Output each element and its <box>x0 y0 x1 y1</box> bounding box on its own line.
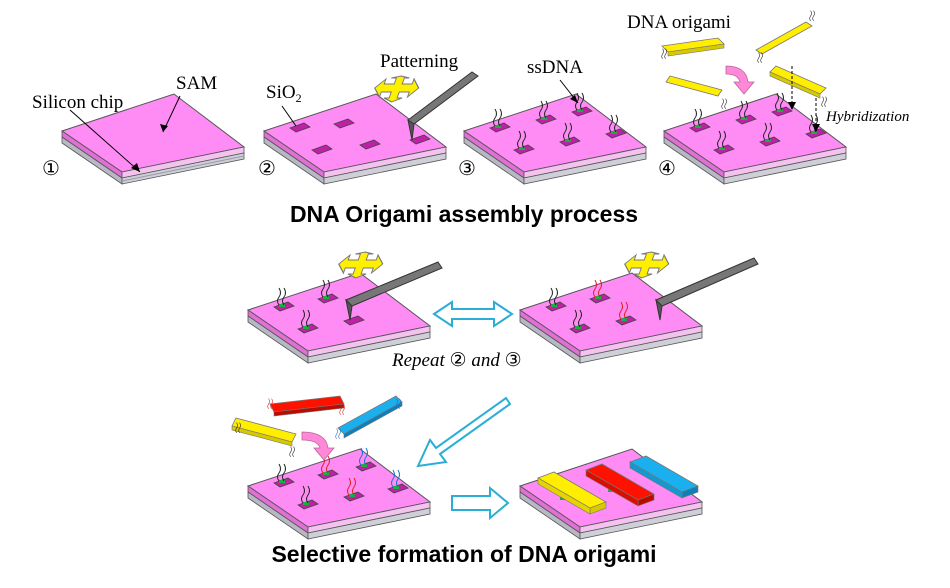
step-2-number: ② <box>258 158 276 180</box>
chip-selective-left <box>246 447 432 540</box>
origami-tiles-selective <box>231 395 403 458</box>
sio2-leader <box>281 105 297 127</box>
afm-probe-step-2 <box>407 71 479 141</box>
label-silicon-chip: Silicon chip <box>32 92 123 113</box>
afm-probe-repeat-left <box>345 261 443 321</box>
label-sio2: SiO2 <box>266 82 302 105</box>
label-hybridization: Hybridization <box>825 109 909 125</box>
origami-tiles-step-4 <box>661 10 827 110</box>
step-3-number: ③ <box>458 158 476 180</box>
label-dna-origami: DNA origami <box>627 12 731 33</box>
chip-selective-result <box>518 448 704 540</box>
sio2-wells <box>289 118 431 155</box>
chip-repeat-right <box>518 272 704 364</box>
diagonal-arrow-icon <box>416 396 512 468</box>
chip-step-4 <box>662 92 848 185</box>
label-sam: SAM <box>176 73 217 94</box>
chip-step-2 <box>262 93 448 185</box>
step-4-number: ④ <box>658 158 676 180</box>
title-selective: Selective formation of DNA origami <box>271 541 656 567</box>
double-arrow-icon <box>432 300 514 328</box>
title-assembly: DNA Origami assembly process <box>290 201 638 227</box>
label-patterning: Patterning <box>380 51 459 72</box>
pink-curved-arrow-icon <box>725 65 755 95</box>
patterning-arrow-icon-2 <box>333 251 388 279</box>
step-1-number: ① <box>42 158 60 180</box>
label-repeat: Repeat ② and ③ <box>391 350 522 371</box>
afm-probe-repeat-right <box>655 257 759 321</box>
right-arrow-icon <box>451 485 510 521</box>
chip-step-3 <box>462 92 648 185</box>
chip-step-1 <box>60 93 246 185</box>
silicon-chip-leader <box>69 109 141 173</box>
label-ssdna: ssDNA <box>527 57 583 78</box>
pink-curved-arrow-icon-2 <box>301 431 335 461</box>
hybridization-arrows <box>791 66 817 128</box>
